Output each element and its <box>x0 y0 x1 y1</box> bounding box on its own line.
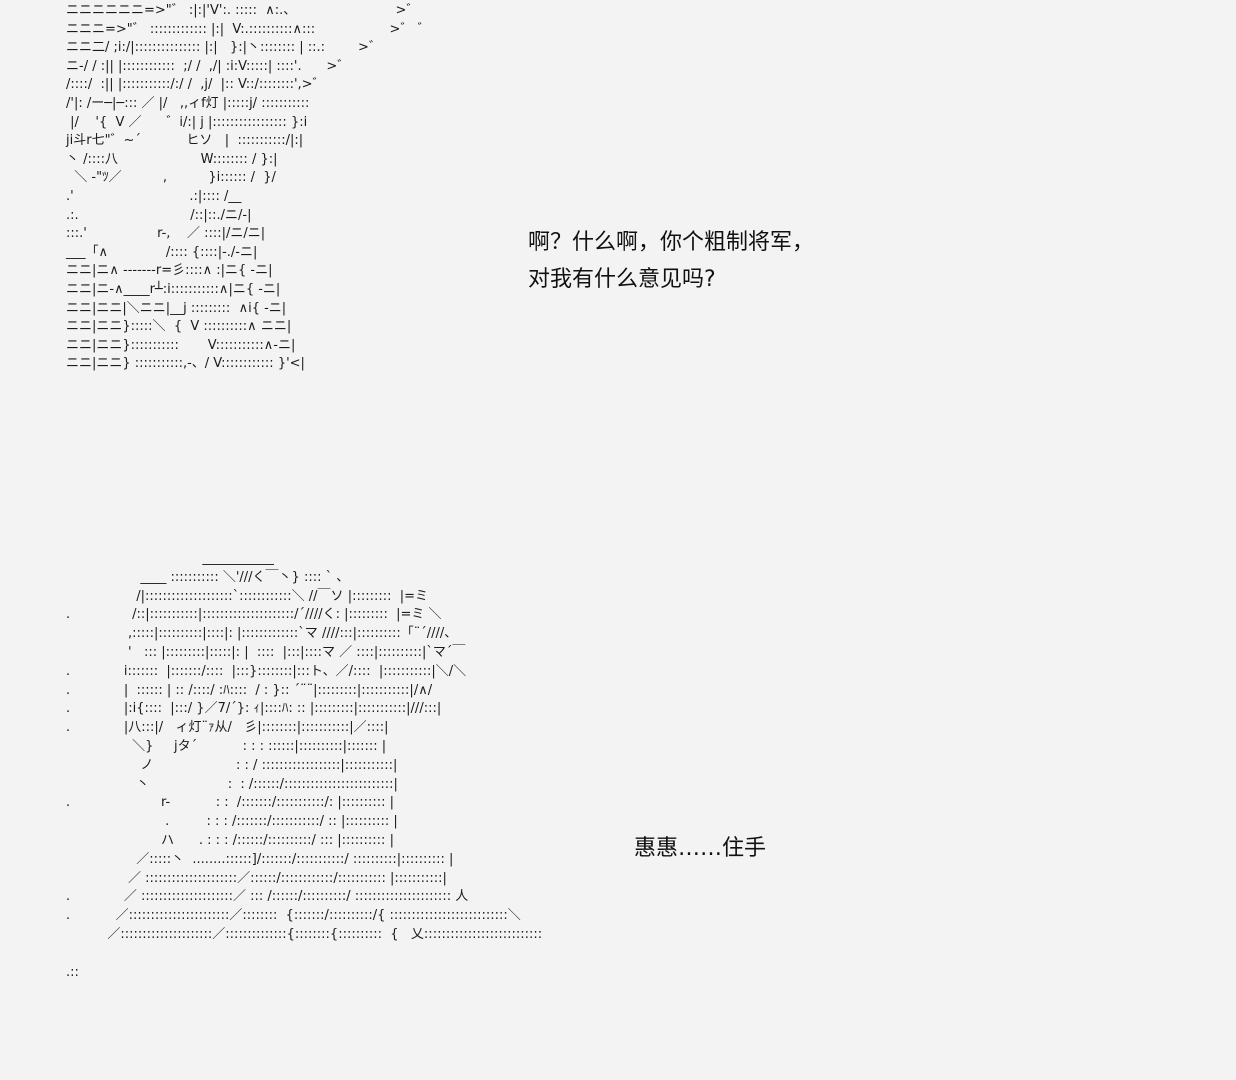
ascii-art-character-bottom: ___________ ____ ::::::::::: ＼'///く￣丶} :… <box>66 551 543 980</box>
dialogue-line-2: 惠惠……住手 <box>634 836 767 861</box>
dialogue-line-1: 啊？什么啊，你个粗制将军， 对我有什么意见吗? <box>528 230 815 292</box>
ascii-art-character-top: ニニニニニニ=>"゛ :|:|'V':. ::::: ∧:.、 >゛ ニニニ=>… <box>66 3 431 372</box>
